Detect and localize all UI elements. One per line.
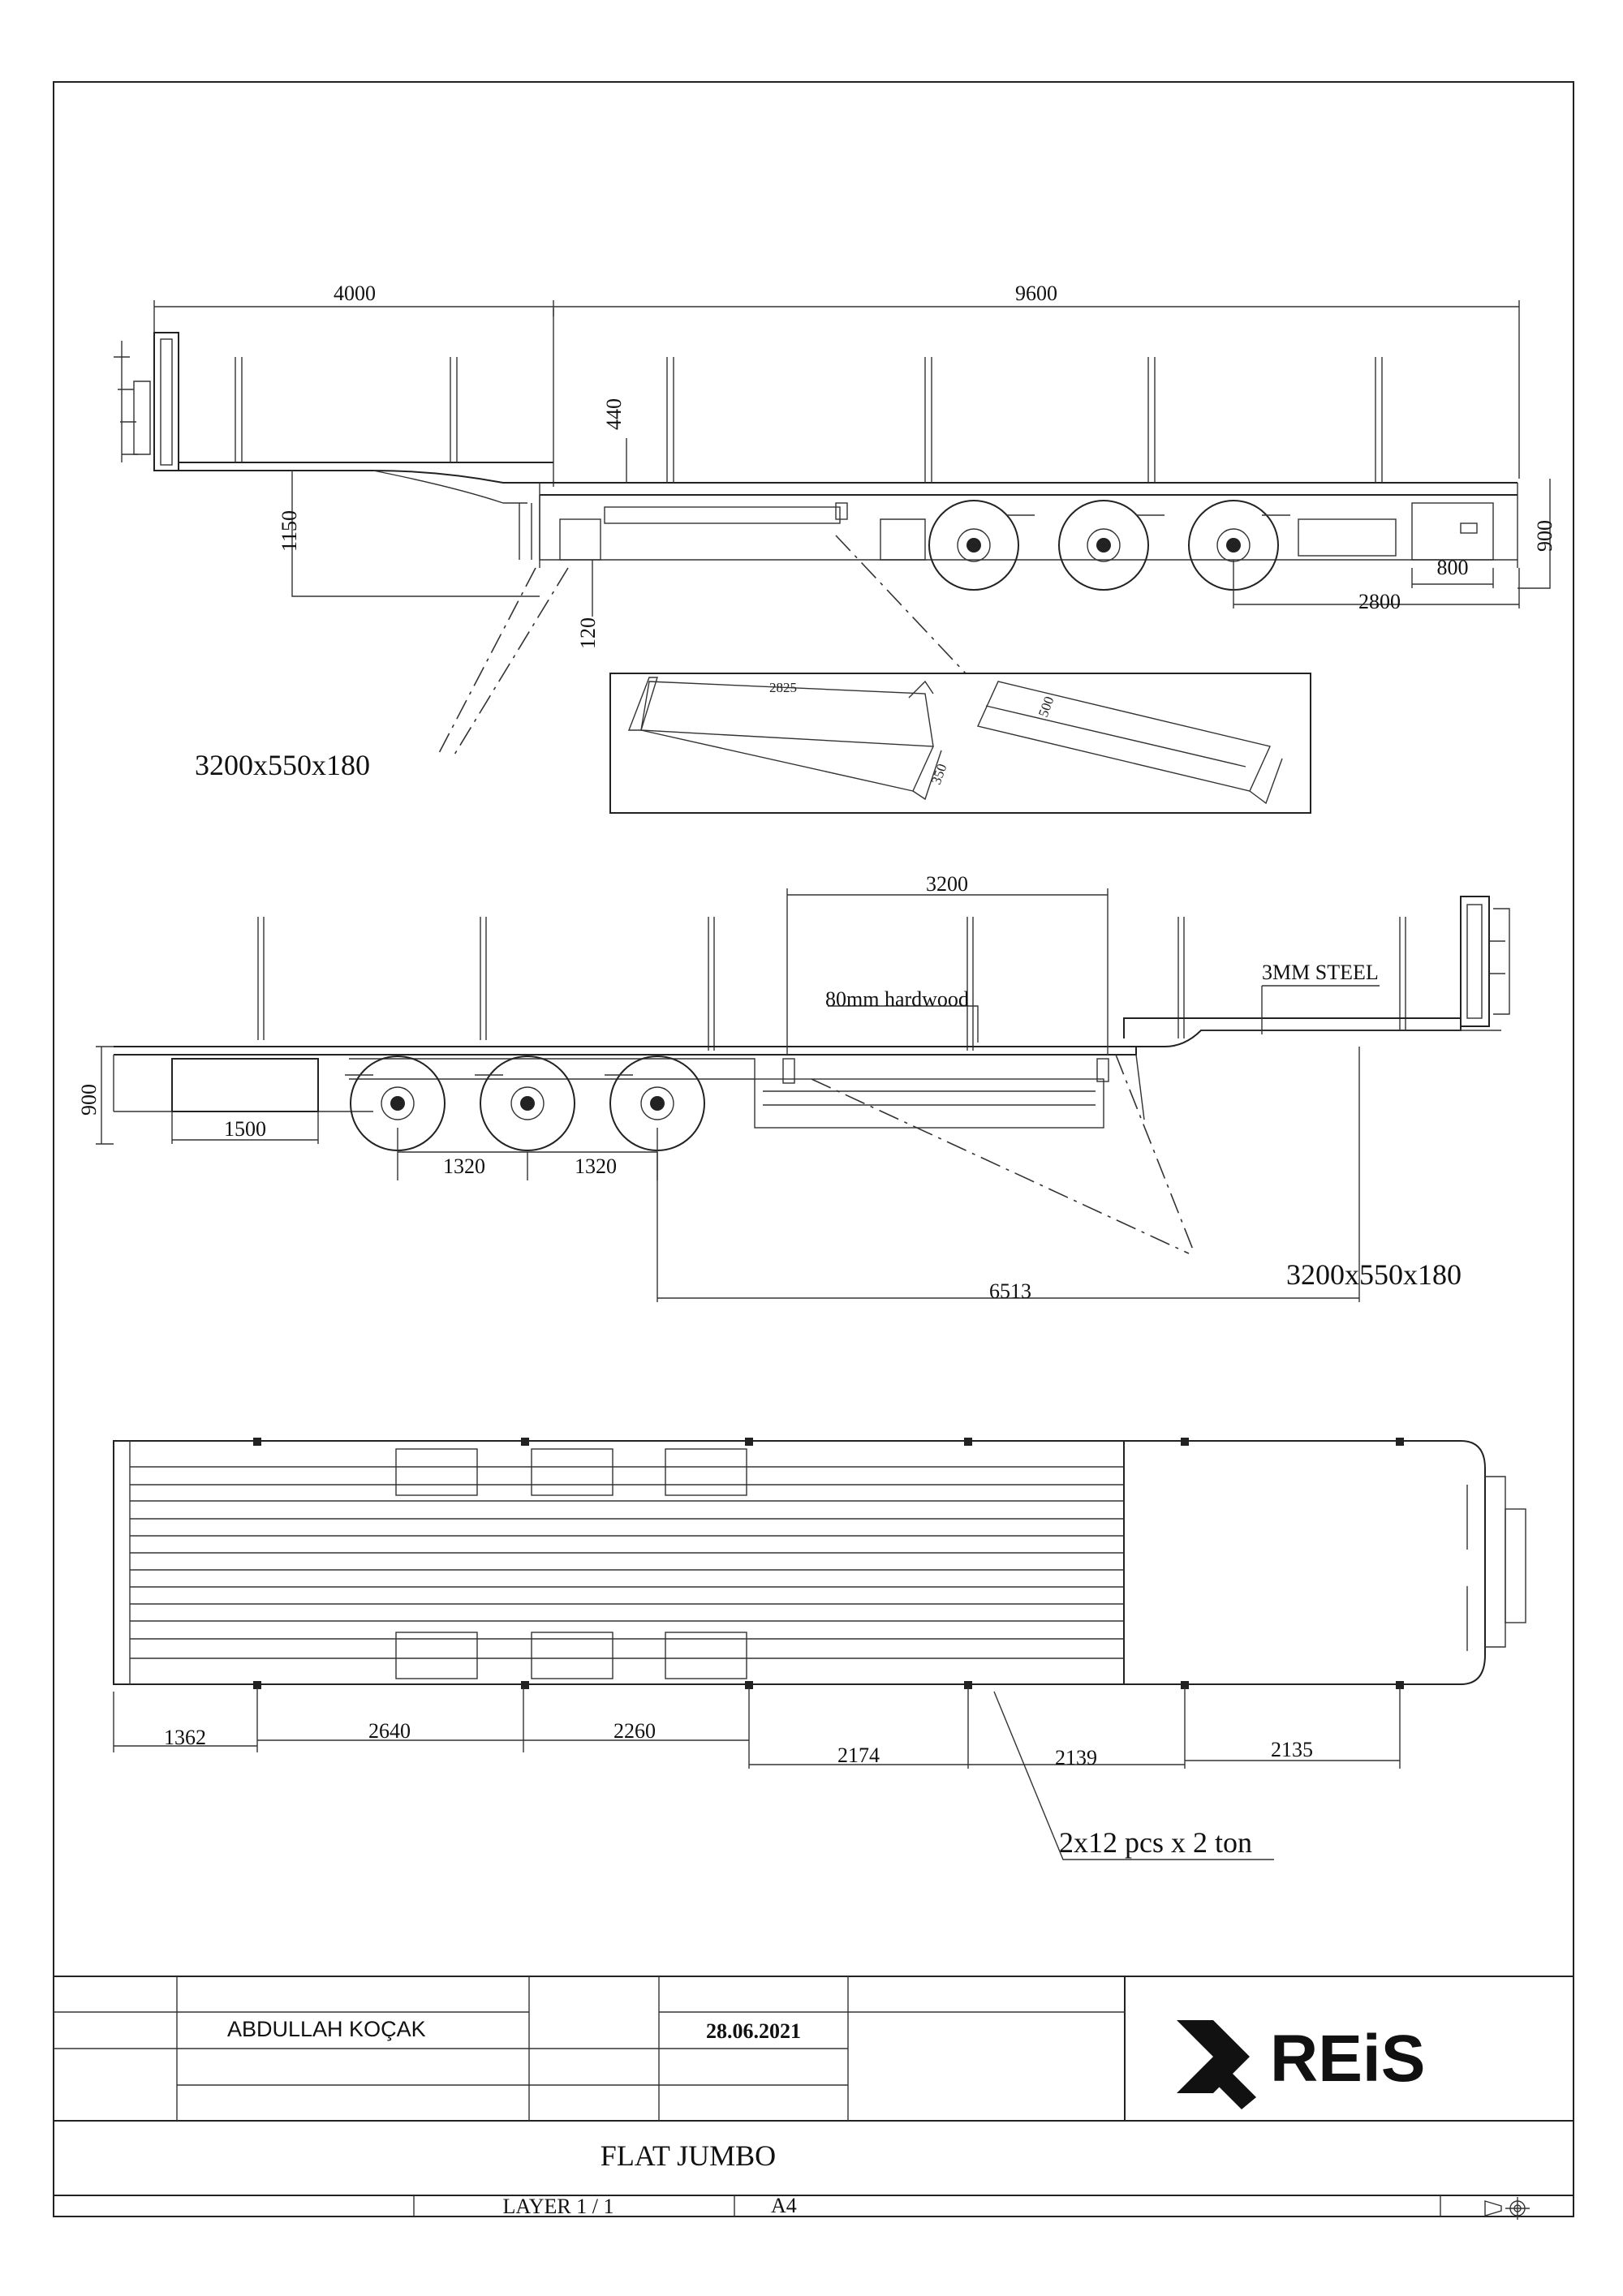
dim-chassis-height-top: 900 [1533,520,1556,552]
dim-ramp-length: 3200 [926,872,968,896]
drawing-date: 28.06.2021 [706,2019,801,2043]
label-hardwood: 80mm hardwood [825,987,969,1011]
dim-gooseneck-length: 4000 [334,282,376,305]
side-view-bottom [96,888,1510,1302]
dim-ground-clearance: 120 [576,617,600,649]
dim-plan-3: 2260 [613,1719,656,1743]
ramp-depth: 500 [1035,694,1057,719]
dim-plan-6: 2135 [1271,1738,1313,1761]
dim-neck-drop: 440 [602,398,626,430]
dim-axle-spacing-1: 1320 [443,1154,485,1178]
callout-bottom: 3200x550x180 [1286,1258,1462,1291]
dim-plan-5: 2139 [1055,1746,1097,1769]
ramp-length: 2825 [769,680,797,695]
ramp-detail [609,673,1311,814]
dim-chassis-height-bottom: 900 [77,1084,101,1116]
drawn-by: ABDULLAH KOÇAK [227,2017,426,2041]
dim-rear-overhang: 2800 [1358,590,1401,613]
reis-logo: REiS [1177,2020,1425,2109]
dim-plan-1: 1362 [164,1726,206,1749]
projection-symbol-icon [1484,2197,1530,2220]
side-view-top [114,300,1551,617]
dim-ramp-reach: 6513 [989,1279,1031,1303]
ramp-height: 350 [928,762,950,786]
layer-label: LAYER 1 / 1 [503,2195,614,2218]
dim-toolbox: 1500 [224,1117,266,1141]
dim-plan-2: 2640 [368,1719,411,1743]
dim-rear-box-width: 800 [1437,556,1469,579]
dim-axle-spacing-2: 1320 [575,1154,617,1178]
title-block [54,1976,1573,2216]
label-steel: 3MM STEEL [1262,961,1379,984]
sheet-border [53,81,1574,2217]
plan-view [113,1438,1526,1860]
svg-text:REiS: REiS [1270,2022,1425,2096]
lashing-note: 2x12 pcs x 2 ton [1059,1826,1252,1859]
sheet-size: A4 [771,2194,797,2217]
callout-top: 3200x550x180 [195,749,370,781]
dim-kingpin-height: 1150 [278,510,301,552]
dim-deck-length: 9600 [1015,282,1057,305]
drawing-title: FLAT JUMBO [601,2139,776,2172]
dim-plan-4: 2174 [837,1743,880,1767]
